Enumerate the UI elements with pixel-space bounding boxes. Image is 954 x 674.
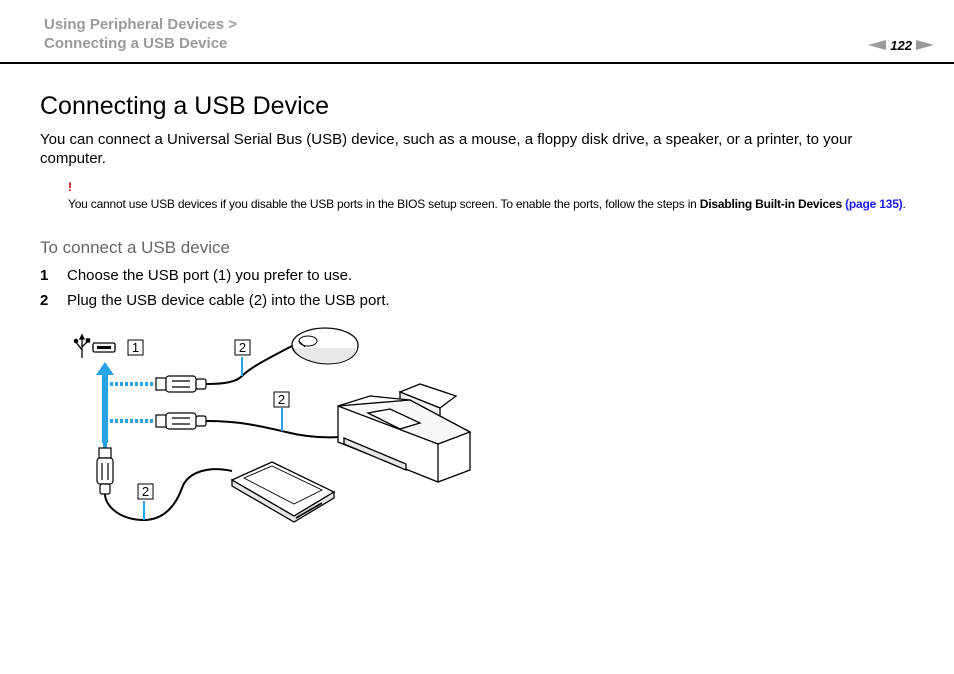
callout-label-2c: 2: [142, 484, 149, 499]
callout-label-2b: 2: [278, 392, 285, 407]
intro-paragraph: You can connect a Universal Serial Bus (…: [40, 131, 853, 167]
header-divider: [0, 62, 954, 64]
floppy-drive-icon: [230, 461, 336, 523]
page-title: Connecting a USB Device: [40, 92, 330, 120]
callout-floppy-cable: 2: [137, 483, 154, 520]
page-reference-link[interactable]: (page 135): [845, 197, 903, 211]
caution-bold-reference: Disabling Built-in Devices: [699, 197, 842, 211]
caution-mark-icon: !: [68, 180, 72, 194]
mouse-icon: [291, 327, 359, 365]
caution-text-body: You cannot use USB devices if you disabl…: [68, 197, 700, 211]
breadcrumb-section[interactable]: Using Peripheral Devices >: [44, 16, 238, 33]
usb-plug-floppy: [96, 443, 233, 522]
callout-port: 1: [127, 339, 144, 356]
step-text: Plug the USB device cable (2) into the U…: [67, 292, 390, 309]
caution-text: You cannot use USB devices if you disabl…: [68, 196, 918, 213]
callout-label-1: 1: [132, 340, 139, 355]
procedure-heading: To connect a USB device: [40, 238, 230, 257]
usb-plug-mouse: [110, 345, 293, 393]
printer-icon: [337, 383, 472, 483]
usb-plug-printer: [110, 412, 341, 439]
caution-note: ! You cannot use USB devices if you disa…: [68, 179, 918, 213]
callout-printer-cable: 2: [273, 391, 290, 431]
next-page-arrow-icon[interactable]: [916, 40, 934, 50]
caution-text-end: .: [902, 197, 906, 211]
breadcrumb-page[interactable]: Connecting a USB Device: [44, 35, 228, 52]
callout-mouse-cable: 2: [234, 339, 251, 376]
previous-page-arrow-icon[interactable]: [868, 40, 887, 50]
usb-trident-icon: [73, 333, 91, 358]
step-number: 1: [40, 267, 49, 284]
step-text: Choose the USB port (1) you prefer to us…: [67, 267, 353, 284]
callout-label-2a: 2: [239, 340, 246, 355]
usb-connection-illustration: 1: [73, 327, 472, 523]
page-header: Using Peripheral Devices > Connecting a …: [0, 0, 954, 64]
step-number: 2: [40, 292, 49, 309]
upload-arrow-icon: [96, 362, 114, 443]
usb-port-slot: [97, 346, 111, 349]
step-1: 1 Choose the USB port (1) you prefer to u…: [40, 266, 352, 285]
page-number: 122: [890, 37, 912, 53]
step-2: 2 Plug the USB device cable (2) into the …: [40, 291, 390, 310]
page-navigator: 122: [868, 36, 934, 54]
